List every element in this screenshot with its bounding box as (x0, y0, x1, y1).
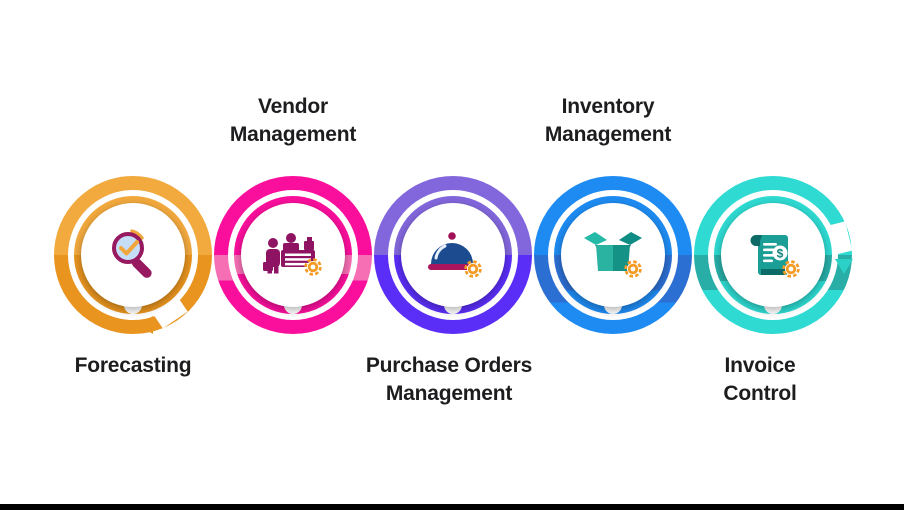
step-label: Purchase Orders Management (365, 354, 533, 405)
svg-text:$: $ (777, 247, 784, 261)
step-circle (534, 176, 692, 334)
open-box-icon (581, 223, 645, 287)
step-circle (374, 176, 532, 334)
serving-cloche-icon (421, 223, 485, 287)
step-label: Vendor Management (229, 95, 357, 146)
magnifier-check-icon (101, 223, 165, 287)
step-disc (561, 203, 665, 307)
step-disc (81, 203, 185, 307)
step-circle (54, 176, 212, 334)
step-circle: $ (694, 176, 853, 334)
step-label: Invoice Control (723, 354, 797, 405)
step-label: Forecasting (74, 354, 192, 377)
vendor-desk-icon (261, 223, 325, 287)
invoice-icon: $ (741, 223, 805, 287)
step-disc: $ (721, 203, 825, 307)
flow-start-arrowhead-icon (138, 316, 153, 334)
step-circle (214, 176, 372, 334)
step-disc (401, 203, 505, 307)
step-label: Inventory Management (544, 95, 672, 146)
bottom-border-line (0, 504, 904, 510)
flow-end-arrowhead-icon (835, 259, 853, 274)
step-disc (241, 203, 345, 307)
